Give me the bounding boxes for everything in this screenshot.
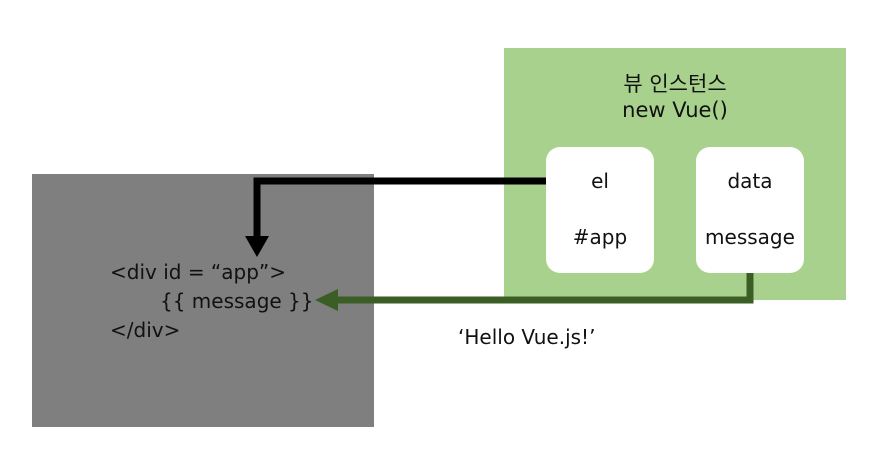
data-option-value: message — [705, 225, 795, 249]
el-option-key: el — [591, 169, 609, 193]
code-line-close-div: </div> — [110, 318, 181, 342]
vue-instance-title: 뷰 인스턴스 — [623, 72, 727, 96]
el-connector-arrowhead — [245, 236, 269, 257]
code-line-message-binding: {{ message }} — [160, 289, 314, 313]
el-option-card: el #app — [546, 147, 654, 273]
data-option-key: data — [727, 169, 773, 193]
data-connector-arrowhead — [315, 289, 338, 311]
code-line-open-div: <div id = “app”> — [110, 260, 287, 284]
binding-value-label: ‘Hello Vue.js!’ — [458, 325, 596, 349]
vue-instance-subtitle: new Vue() — [622, 98, 728, 122]
data-connector-line — [336, 273, 754, 304]
data-option-card: data message — [696, 147, 804, 273]
el-connector-line — [253, 177, 546, 238]
el-option-value: #app — [572, 225, 628, 249]
